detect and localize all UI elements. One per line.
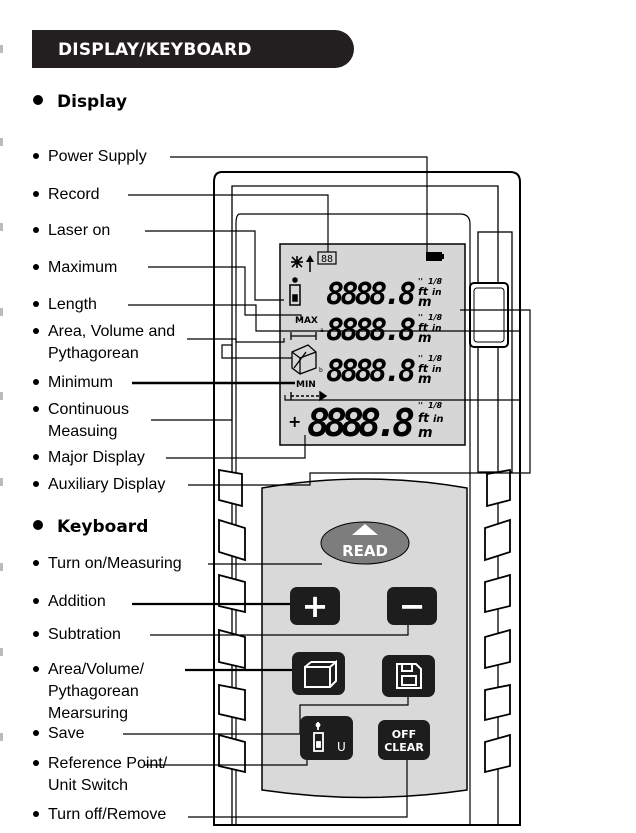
edge-mark [0, 138, 3, 146]
label-maximum: Maximum [33, 257, 117, 279]
label-minimum: Minimum [33, 372, 113, 394]
digits-row-major: 8888.8 [307, 401, 415, 445]
minus-key[interactable] [387, 587, 437, 625]
svg-text:in: in [432, 365, 442, 375]
keyboard-heading: Keyboard [33, 517, 148, 537]
label-save: Save [33, 723, 84, 745]
edge-mark [0, 563, 3, 571]
length-icon [290, 332, 317, 340]
bullet-icon [33, 520, 43, 530]
bullet-icon [33, 95, 43, 105]
plus-indicator: + [288, 412, 301, 431]
section-banner: DISPLAY/KEYBOARD [32, 30, 354, 68]
clear-label: CLEAR [384, 741, 424, 754]
digits-row-1: 8888.8 [326, 277, 416, 312]
left-grips [218, 468, 246, 774]
unit-block-1: '' 1/8 ft in m [418, 277, 442, 310]
svg-text:'': '' [418, 401, 423, 410]
svg-text:1/8: 1/8 [428, 277, 442, 286]
off-label: OFF [392, 728, 416, 741]
label-power-supply: Power Supply [33, 146, 147, 168]
laser-icon [291, 256, 303, 268]
label-turn-off: Turn off/Remove [33, 804, 166, 826]
svg-text:ft: ft [418, 362, 429, 375]
edge-mark [0, 45, 3, 53]
area-volume-key-icon [304, 659, 337, 688]
right-grips [484, 468, 511, 774]
reference-device-icon [289, 277, 301, 306]
edge-mark [0, 308, 3, 316]
svg-text:ft: ft [418, 321, 429, 334]
svg-text:'': '' [418, 354, 423, 363]
edge-mark [0, 733, 3, 741]
continuous-icon [290, 390, 328, 402]
reference-key-icon [313, 722, 324, 752]
lcd-screen [279, 243, 466, 446]
record-box [317, 251, 337, 265]
svg-text:m: m [418, 372, 432, 387]
label-record: Record [33, 184, 100, 206]
edge-mark [0, 392, 3, 400]
battery-icon [426, 252, 444, 261]
svg-text:'': '' [418, 277, 423, 286]
svg-text:m: m [418, 295, 432, 310]
min-label: MIN [296, 380, 316, 390]
area-volume-icon [291, 344, 317, 375]
svg-text:'': '' [418, 313, 423, 322]
svg-text:in: in [432, 324, 442, 334]
minus-key-label: − [399, 587, 426, 625]
sub-b: b [319, 367, 323, 374]
svg-text:ft: ft [418, 285, 429, 298]
svg-text:in: in [433, 414, 444, 425]
unit-block-3: '' 1/8 ft in m [418, 354, 442, 387]
leader-lines [128, 156, 531, 486]
label-laser-on: Laser on [33, 220, 110, 242]
svg-text:1/8: 1/8 [428, 313, 442, 322]
label-auxiliary-display: Auxiliary Display [33, 474, 165, 496]
read-button[interactable] [320, 521, 410, 565]
display-heading: Display [33, 92, 127, 112]
read-label: READ [342, 542, 388, 560]
label-reference-point: Reference Point/Unit Switch [33, 753, 167, 797]
label-turn-on: Turn on/Measuring [33, 553, 182, 575]
plus-key-label: + [302, 587, 329, 625]
save-key-icon [396, 663, 422, 689]
digits-row-3: 8888.8 [326, 354, 416, 389]
edge-mark [0, 223, 3, 231]
read-triangle-icon [352, 524, 378, 535]
svg-text:1/8: 1/8 [428, 401, 442, 410]
svg-text:m: m [418, 425, 433, 441]
label-length: Length [33, 294, 97, 316]
max-label: MAX [295, 316, 318, 326]
banner-title: DISPLAY/KEYBOARD [58, 40, 252, 60]
plus-key[interactable] [290, 587, 340, 625]
unit-key-label: U [337, 740, 346, 754]
unit-block-4: '' 1/8 ft in m [418, 401, 444, 441]
svg-text:1/8: 1/8 [428, 354, 442, 363]
edge-mark [0, 478, 3, 486]
off-clear-key[interactable] [378, 720, 430, 760]
unit-block-2: '' 1/8 ft in m [418, 313, 442, 346]
label-major-display: Major Display [33, 447, 145, 469]
label-subtraction: Subtration [33, 624, 121, 646]
svg-text:ft: ft [418, 411, 430, 425]
svg-text:in: in [432, 288, 442, 298]
label-addition: Addition [33, 591, 106, 613]
record-digits: 88 [321, 254, 333, 265]
edge-mark [0, 648, 3, 656]
arrow-up-icon [306, 255, 314, 272]
svg-text:m: m [418, 331, 432, 346]
area-volume-key[interactable] [292, 652, 345, 695]
